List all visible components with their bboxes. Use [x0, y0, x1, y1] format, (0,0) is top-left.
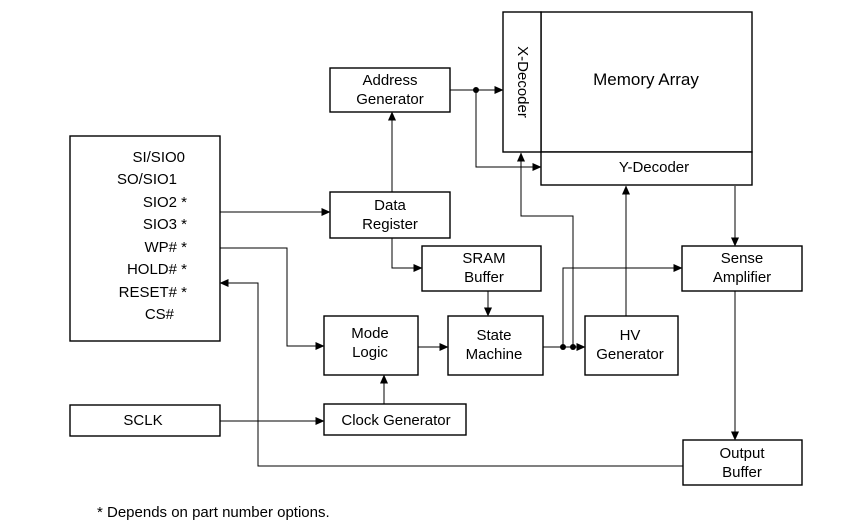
- block-state-machine: State Machine: [447, 315, 544, 376]
- io-pin-label: SO/SIO1: [117, 171, 177, 188]
- block-address-generator: Address Generator: [329, 67, 451, 113]
- io-pin-label: CS#: [145, 306, 175, 323]
- block-label: Mode: [351, 325, 389, 342]
- block-mode-logic: Mode Logic: [323, 315, 419, 376]
- connections: [211, 86, 739, 467]
- block-label: Amplifier: [713, 269, 771, 286]
- block-memory-array: Memory Array: [540, 11, 753, 153]
- junction-dot: [570, 344, 576, 350]
- block-sense-amplifier: Sense Amplifier: [681, 245, 803, 292]
- wire-io-to-modelogic: [220, 247, 325, 350]
- io-pin-label: WP# *: [144, 239, 187, 256]
- io-pin-label: SIO2 *: [143, 194, 187, 211]
- block-label: Y-Decoder: [619, 159, 689, 176]
- junction-dot: [560, 344, 566, 350]
- block-io-pins: SI/SIO0 SO/SIO1 SIO2 * SIO3 * WP# * HOLD…: [69, 135, 221, 342]
- io-pin-label: SIO3 *: [143, 216, 187, 233]
- block-label: State: [476, 327, 511, 344]
- block-output-buffer: Output Buffer: [682, 439, 803, 486]
- block-label: Data: [374, 197, 406, 214]
- junction-dot: [473, 87, 479, 93]
- block-label: Clock Generator: [341, 412, 450, 429]
- block-label: Machine: [466, 346, 523, 363]
- block-y-decoder: Y-Decoder: [540, 151, 753, 186]
- block-label: Memory Array: [593, 70, 699, 89]
- block-label: Logic: [352, 344, 388, 361]
- block-label: Buffer: [464, 269, 504, 286]
- block-label: SRAM: [462, 250, 505, 267]
- block-label: HV: [620, 327, 641, 344]
- block-sram-buffer: SRAM Buffer: [421, 245, 542, 292]
- block-label: Buffer: [722, 464, 762, 481]
- block-label: X-Decoder: [514, 46, 531, 118]
- wire-state-to-decoders: [517, 152, 574, 347]
- block-label: Generator: [596, 346, 664, 363]
- block-label: Sense: [721, 250, 764, 267]
- block-label: Register: [362, 216, 418, 233]
- wire-datareg-to-sram: [391, 238, 423, 272]
- footnote: * Depends on part number options.: [97, 504, 330, 521]
- block-label: Output: [719, 445, 765, 462]
- block-label: Address: [362, 72, 417, 89]
- block-x-decoder: X-Decoder: [502, 11, 542, 153]
- io-pin-label: RESET# *: [119, 284, 188, 301]
- block-label: SCLK: [123, 412, 162, 429]
- wire-addrgen-to-ydecoder: [475, 90, 542, 171]
- block-sclk: SCLK: [69, 404, 221, 437]
- io-pin-label: HOLD# *: [127, 261, 187, 278]
- wire-state-to-sense: [562, 264, 683, 347]
- block-label: Generator: [356, 91, 424, 108]
- wire-outbuf-to-io: [219, 279, 683, 467]
- block-hv-generator: HV Generator: [584, 315, 679, 376]
- block-clock-generator: Clock Generator: [323, 403, 467, 436]
- block-data-register: Data Register: [329, 191, 451, 239]
- io-pin-label: SI/SIO0: [132, 149, 185, 166]
